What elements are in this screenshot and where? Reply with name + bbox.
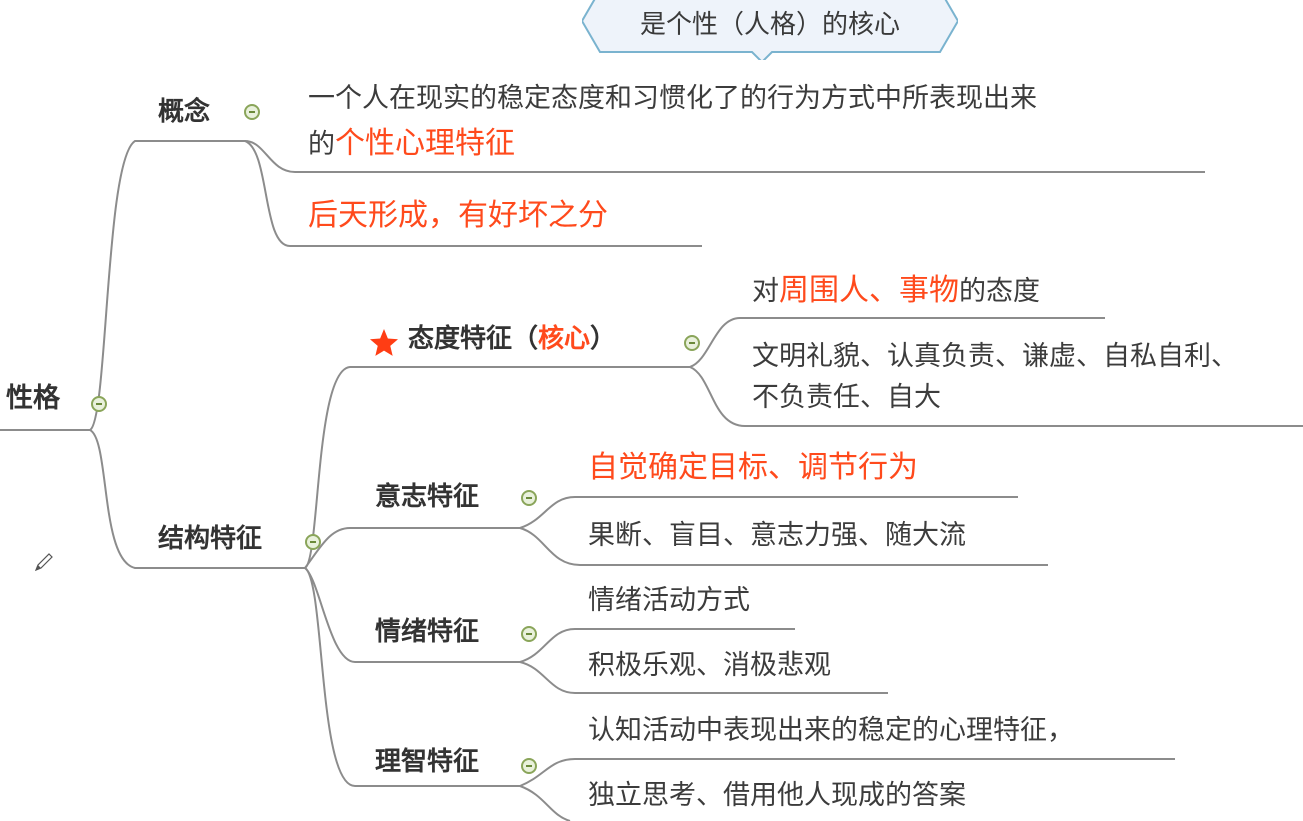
- topic-attitude[interactable]: 态度特征（核心）: [408, 324, 616, 355]
- attitude-collapse-toggle[interactable]: [684, 335, 700, 351]
- will-leaf-2[interactable]: 果断、盲目、意志力强、随大流: [588, 520, 966, 551]
- callout-shape: [582, 0, 958, 60]
- root-topic[interactable]: 性格: [6, 383, 60, 414]
- attitude-paren-close: ）: [590, 324, 617, 354]
- topic-concept[interactable]: 概念: [158, 97, 211, 127]
- definition-text: 一个人在现实的稳定态度和习惯化了的行为方式中所表现出来: [308, 83, 1037, 114]
- emotion-leaf-1[interactable]: 情绪活动方式: [588, 585, 750, 616]
- definition-text-prefix: 的: [308, 129, 335, 160]
- concept-definition-line2[interactable]: 的个性心理特征: [308, 126, 515, 162]
- attitude-core-highlight: 核心: [538, 324, 591, 354]
- root-collapse-toggle[interactable]: [91, 396, 107, 412]
- leaf-text: 对: [752, 276, 779, 307]
- leaf-highlight: 周围人、事物: [779, 273, 959, 308]
- definition-highlight: 个性心理特征: [335, 126, 515, 161]
- topic-intellect[interactable]: 理智特征: [375, 747, 480, 777]
- callout-note: 是个性（人格）的核心: [582, 0, 958, 60]
- structure-collapse-toggle[interactable]: [305, 534, 321, 550]
- will-collapse-toggle[interactable]: [521, 490, 537, 506]
- topic-structure[interactable]: 结构特征: [158, 524, 263, 554]
- star-icon: [370, 329, 398, 356]
- attitude-paren-open: （: [512, 324, 539, 354]
- topic-emotion[interactable]: 情绪特征: [375, 617, 480, 647]
- topic-will[interactable]: 意志特征: [375, 482, 480, 512]
- intellect-leaf-1[interactable]: 认知活动中表现出来的稳定的心理特征，: [588, 715, 1074, 746]
- will-leaf-1[interactable]: 自觉确定目标、调节行为: [588, 450, 918, 485]
- attitude-leaf-2-line1[interactable]: 文明礼貌、认真负责、谦虚、自私自利、: [752, 341, 1238, 372]
- intellect-collapse-toggle[interactable]: [521, 758, 537, 774]
- emotion-leaf-2[interactable]: 积极乐观、消极悲观: [588, 650, 831, 681]
- attitude-label: 态度特征: [408, 324, 513, 354]
- emotion-collapse-toggle[interactable]: [521, 626, 537, 642]
- concept-acquired-note[interactable]: 后天形成，有好坏之分: [308, 198, 608, 233]
- intellect-leaf-2[interactable]: 独立思考、借用他人现成的答案: [588, 780, 966, 811]
- leaf-text: 的态度: [959, 276, 1040, 307]
- concept-collapse-toggle[interactable]: [244, 104, 260, 120]
- callout-text: 是个性（人格）的核心: [639, 10, 900, 40]
- attitude-leaf-2-line2[interactable]: 不负责任、自大: [752, 382, 941, 413]
- concept-definition-line1[interactable]: 一个人在现实的稳定态度和习惯化了的行为方式中所表现出来: [308, 83, 1037, 115]
- attitude-leaf-1[interactable]: 对周围人、事物的态度: [752, 273, 1040, 309]
- pencil-cursor-icon: [34, 553, 53, 572]
